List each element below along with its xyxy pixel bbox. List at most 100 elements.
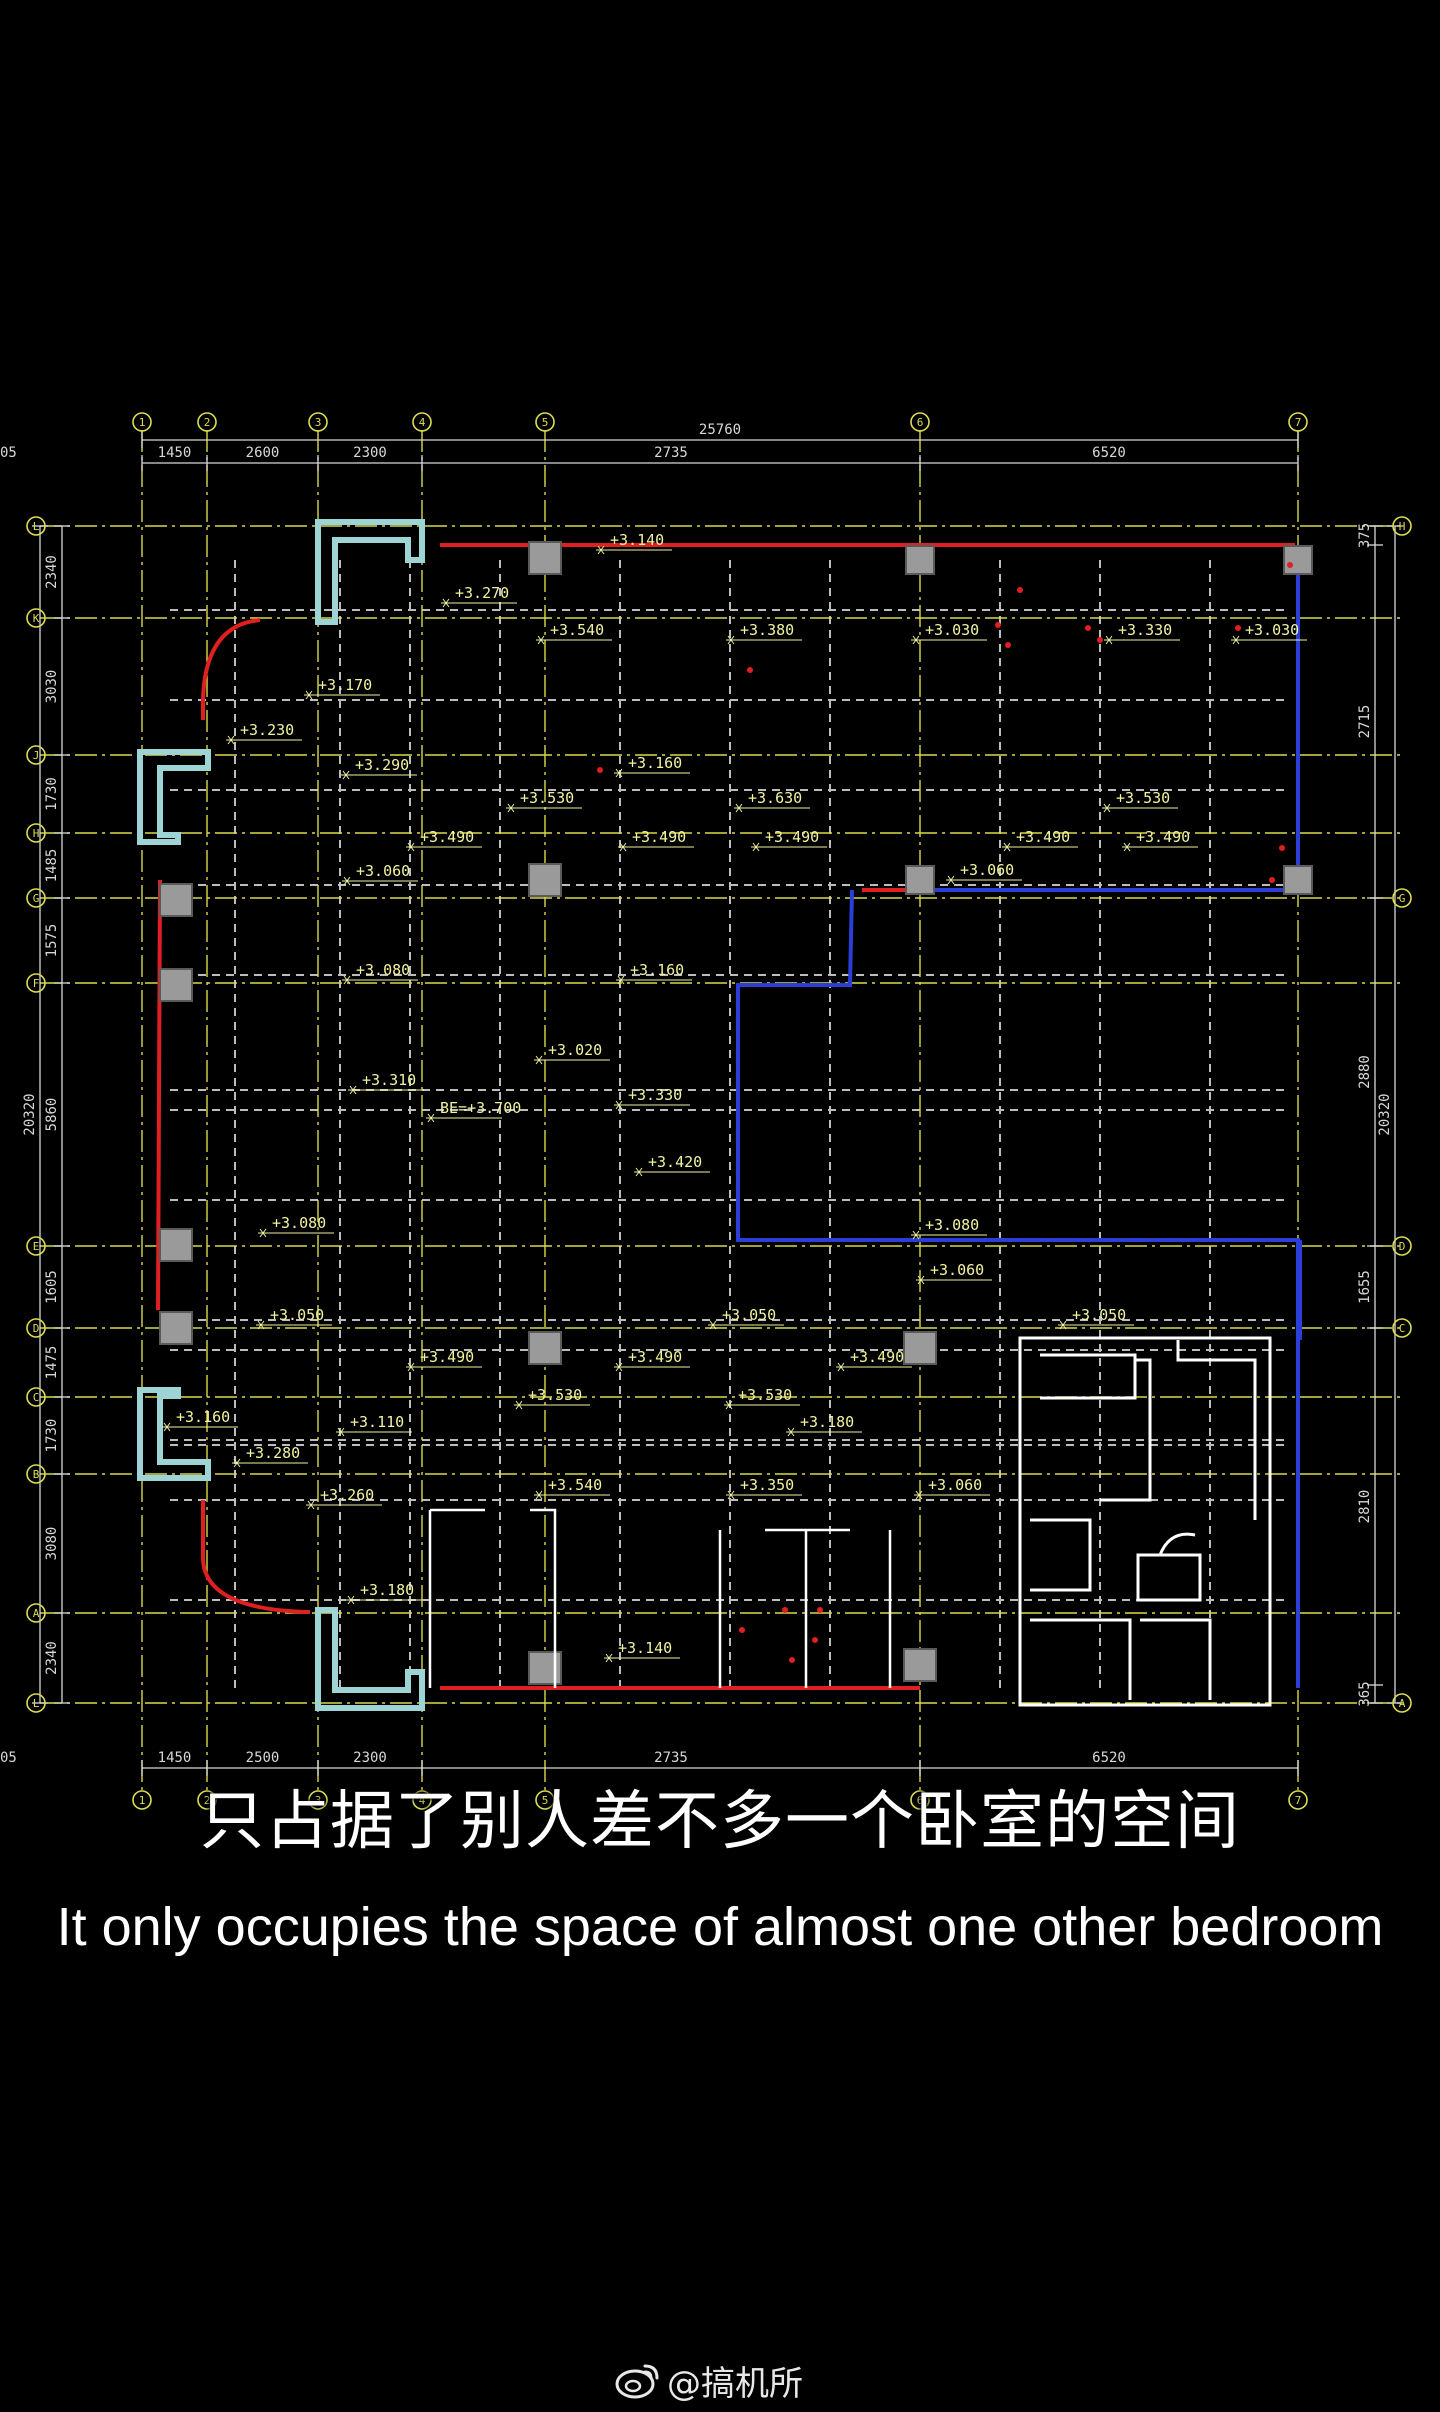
column-8 [159,1228,193,1262]
dim-left-seg-label-4: 1575 [44,924,60,958]
elevation-label-29: +3.080 [925,1216,979,1234]
beam-lines [170,560,1290,1690]
axis-left-8 [26,1387,46,1407]
elevation-mark-11 [752,842,760,852]
elevation-label-20: +3.030 [1245,621,1299,639]
axis-bottom-4-label: 4 [419,1794,426,1807]
axis-left-5-label: F [33,977,40,990]
column-5 [1283,865,1313,895]
dim-right-seg-label-3: 1655 [1357,1270,1373,1304]
axis-bottom-6-label: 6 [917,1794,924,1807]
column-0 [528,541,562,575]
dim-right-seg-label-2: 2880 [1357,1055,1373,1089]
dim-top-seg-label-1: 2600 [246,445,280,461]
column-13 [903,1648,937,1682]
elevation-mark-23 [535,1055,543,1065]
elevation-label-13: +3.490 [1016,828,1070,846]
elevation-mark-17 [727,635,735,645]
elevation-label-1: +3.270 [455,584,509,602]
dim-left-seg-label-10: 2340 [44,1641,60,1675]
dim-left-seg-label-1: 3030 [44,670,60,704]
elevation-mark-12 [947,875,955,885]
axis-left-3-label: H [33,827,40,840]
dim-top-seg-label-3: 2735 [654,445,688,461]
dim-left-seg-label-2: 1730 [44,777,60,811]
dim-right-seg-label-5: 365 [1357,1681,1373,1706]
axis-left-1-label: K [33,612,40,625]
axis-top-5 [535,412,555,432]
axis-top-3 [308,412,328,432]
elevation-label-9: +3.160 [628,754,682,772]
interior-partitions [428,1508,892,1688]
axis-top-1 [132,412,152,432]
chinese-subtitle: 只占据了别人差不多一个卧室的空间 [200,1785,1240,1859]
elevation-label-22: +3.160 [630,961,684,979]
red-dot-0 [1017,587,1023,593]
elevation-mark-31 [917,1275,925,1285]
axis-left-6 [26,1236,46,1256]
dim-left-seg-label-3: 1485 [44,849,60,883]
elevation-label-19: +3.330 [1118,621,1172,639]
structural-columns [159,541,1313,1685]
elevation-mark-2 [305,690,313,700]
red-dot-8 [1287,562,1293,568]
elevation-label-38: +3.490 [850,1348,904,1366]
axis-bottom-4 [412,1790,432,1810]
elevation-label-33: +3.050 [722,1306,776,1324]
axis-left-0-label: L [33,520,40,533]
elevation-label-47: +3.140 [618,1639,672,1657]
elevation-label-25: BE=+3.700 [440,1099,521,1117]
axis-top-4-label: 4 [419,416,426,429]
red-dot-3 [1085,625,1091,631]
elevation-label-11: +3.490 [765,828,819,846]
red-dot-7 [1269,877,1275,883]
red-dot-9 [747,667,753,673]
watermark: @搞机所 [615,2355,803,2405]
column-4 [905,865,935,895]
elevation-label-35: +3.530 [528,1386,582,1404]
axis-right-1-label: G [1399,892,1406,905]
red-dot-11 [782,1607,788,1613]
elevation-label-6: +3.060 [356,862,410,880]
axis-left-5 [26,973,46,993]
elevation-label-2: +3.170 [318,676,372,694]
elevation-mark-28 [259,1228,267,1238]
dim-bottom-seg-label-0: 1450 [158,1750,192,1766]
column-3 [528,863,562,897]
elevation-label-18: +3.030 [925,621,979,639]
axis-left-3 [26,823,46,843]
elevation-label-46: +3.350 [740,1476,794,1494]
elevation-label-31: +3.060 [930,1261,984,1279]
axis-right-2-label: D [1399,1240,1406,1253]
elevation-mark-7 [507,803,515,813]
column-6 [159,883,193,917]
dimension-lines: 2576014502600230027356520840514502500230… [0,422,1403,1776]
elevation-mark-3 [227,735,235,745]
elevation-label-21: +3.080 [356,961,410,979]
axis-right-4-label: A [1399,1697,1406,1710]
red-wall-lines [156,543,1295,1690]
dim-bottom-seg-label-4: 6520 [1092,1750,1126,1766]
elevation-mark-34 [407,1362,415,1372]
elevation-label-16: +3.540 [550,621,604,639]
elevation-label-26: +3.330 [628,1086,682,1104]
dim-bottom-seg-label-2: 2300 [353,1750,387,1766]
elevation-label-41: +3.280 [246,1444,300,1462]
elevation-mark-30 [257,1320,265,1330]
elevation-mark-15 [1123,842,1131,852]
axis-top-6 [910,412,930,432]
elevation-label-48: +3.060 [928,1476,982,1494]
elevation-mark-1 [442,598,450,608]
elevation-label-12: +3.060 [960,861,1014,879]
axis-left-7 [26,1318,46,1338]
elevation-mark-36 [615,1362,623,1372]
axis-top-7-label: 7 [1295,416,1302,429]
dim-right-seg-label-4: 2810 [1357,1490,1373,1524]
dim-right-seg-label-1: 2715 [1357,705,1373,739]
axis-left-11 [26,1693,46,1713]
axis-bottom-7 [1288,1790,1308,1810]
axis-top-7 [1288,412,1308,432]
elevation-mark-21 [343,975,351,985]
weibo-logo-icon [615,2364,659,2399]
